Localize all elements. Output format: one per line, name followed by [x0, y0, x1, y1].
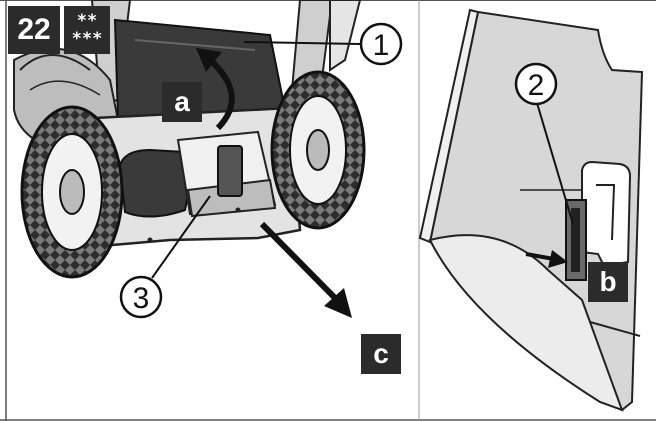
- callout-3: 3: [119, 275, 163, 319]
- bag-latch: [581, 160, 632, 268]
- bag-front-panel: [428, 234, 624, 412]
- figure-number: 22: [8, 6, 60, 54]
- leader-3: [151, 195, 211, 279]
- step-label-b: b: [588, 262, 628, 302]
- difficulty-rating: ** ***: [64, 6, 110, 54]
- grass-bag-scene: [418, 8, 644, 412]
- remove-arrow: [259, 221, 338, 301]
- leader-2: [536, 102, 574, 225]
- callout-2: 2: [514, 62, 558, 106]
- step-label-a: a: [162, 82, 202, 122]
- mower-rear-scene: [13, 0, 366, 318]
- callout-3-label: 3: [133, 282, 150, 315]
- leader-1: [243, 41, 361, 45]
- callout-1: 1: [359, 22, 403, 66]
- difficulty-rating-bottom: ***: [71, 29, 103, 49]
- step-label-c: c: [361, 334, 401, 374]
- callout-1-label: 1: [373, 29, 390, 62]
- push-arrow: [525, 252, 555, 261]
- bag-left-edge: [418, 8, 480, 244]
- difficulty-rating-top: **: [76, 11, 98, 31]
- handle-right-outer: [329, 0, 362, 72]
- bag-holder-post: [217, 145, 243, 197]
- callout-2-label: 2: [528, 69, 545, 102]
- lift-arrow: [206, 55, 235, 131]
